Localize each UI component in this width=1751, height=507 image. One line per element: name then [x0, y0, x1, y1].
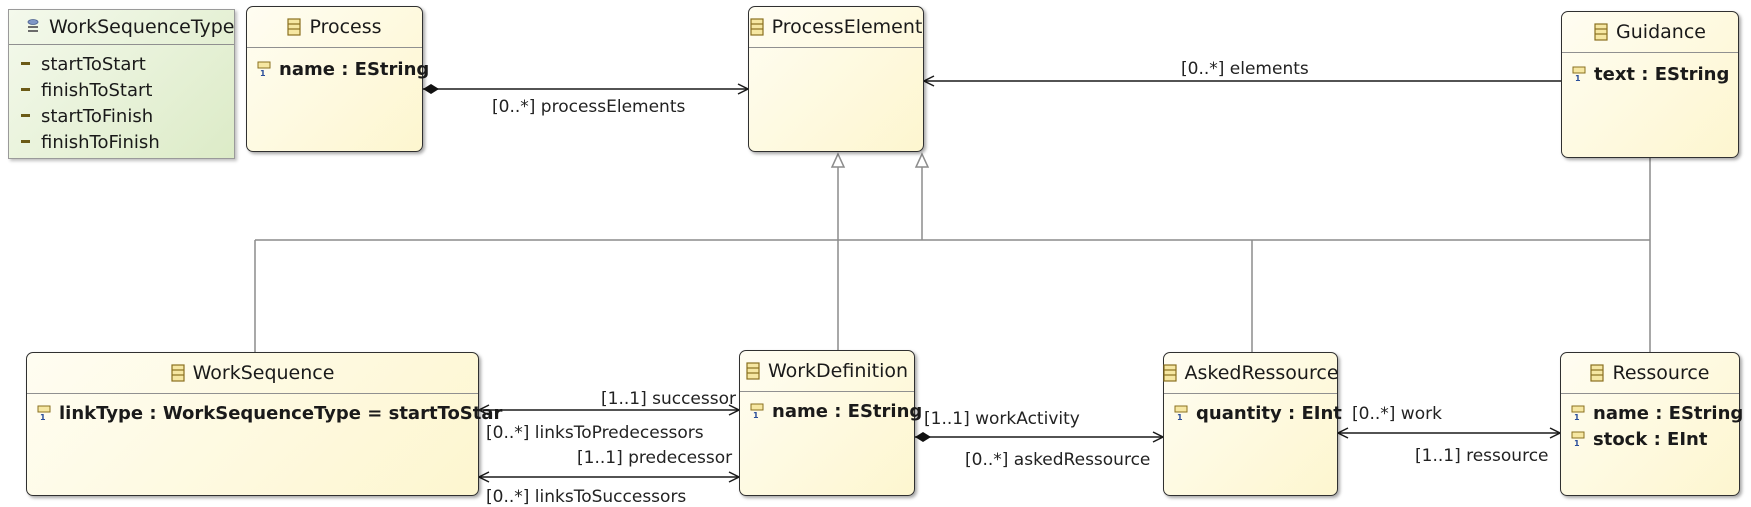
- eattribute-icon: 1: [37, 405, 51, 421]
- class-name: Ressource: [1612, 362, 1710, 384]
- eclass-icon: [1590, 364, 1605, 382]
- enum-literal: finishToFinish: [9, 129, 234, 155]
- enum-literal: startToFinish: [9, 103, 234, 129]
- svg-text:1: 1: [1574, 413, 1580, 421]
- enum-literal-icon: [21, 87, 31, 93]
- label-asked-ressource: [0..*] askedRessource: [965, 450, 1151, 470]
- label-successor: [1..1] successor: [601, 389, 736, 409]
- enum-work-sequence-type[interactable]: WorkSequenceType startToStart finishToSt…: [8, 9, 235, 159]
- eattribute-icon: 1: [1571, 431, 1585, 447]
- svg-text:1: 1: [1177, 413, 1183, 421]
- eclass-icon: [1162, 364, 1177, 382]
- label-work: [0..*] work: [1352, 404, 1442, 424]
- enum-name: WorkSequenceType: [49, 16, 235, 38]
- class-name: AskedRessource: [1184, 362, 1339, 384]
- enum-literal: finishToStart: [9, 77, 234, 103]
- enum-literal: startToStart: [9, 51, 234, 77]
- class-name: Guidance: [1616, 21, 1706, 43]
- class-name: WorkDefinition: [767, 360, 909, 382]
- label-process-elements: [0..*] processElements: [492, 97, 686, 117]
- svg-text:1: 1: [1574, 439, 1580, 447]
- generalization-arrow: [830, 152, 846, 168]
- class-name: WorkSequence: [192, 362, 335, 384]
- eclass-icon: [1594, 23, 1608, 41]
- enum-literal-icon: [21, 61, 31, 67]
- label-predecessor: [1..1] predecessor: [577, 448, 733, 468]
- enum-literal-icon: [21, 139, 31, 145]
- eattribute-icon: 1: [750, 403, 764, 419]
- eclass-icon: [746, 362, 760, 380]
- label-links-to-successors: [0..*] linksToSuccessors: [486, 487, 687, 507]
- eattribute-icon: 1: [1571, 405, 1585, 421]
- eclass-icon: [750, 18, 764, 36]
- label-elements: [0..*] elements: [1181, 59, 1309, 79]
- label-links-to-predecessors: [0..*] linksToPredecessors: [486, 423, 704, 443]
- svg-text:1: 1: [260, 69, 266, 77]
- svg-text:1: 1: [1575, 74, 1581, 82]
- eclass-icon: [170, 364, 185, 382]
- eattribute-icon: 1: [257, 61, 271, 77]
- svg-text:1: 1: [753, 411, 759, 419]
- eattribute-icon: 1: [1572, 66, 1586, 82]
- label-ressource: [1..1] ressource: [1415, 446, 1549, 466]
- label-work-activity: [1..1] workActivity: [924, 409, 1080, 429]
- eclass-icon: [287, 18, 302, 36]
- svg-text:1: 1: [40, 413, 46, 421]
- eenum-icon: [25, 19, 41, 35]
- generalization-arrow: [914, 152, 930, 168]
- eattribute-icon: 1: [1174, 405, 1188, 421]
- class-name: ProcessElement: [771, 16, 923, 38]
- class-process-element[interactable]: ProcessElement: [748, 6, 924, 152]
- enum-literal-icon: [21, 113, 31, 119]
- class-name: Process: [309, 16, 382, 38]
